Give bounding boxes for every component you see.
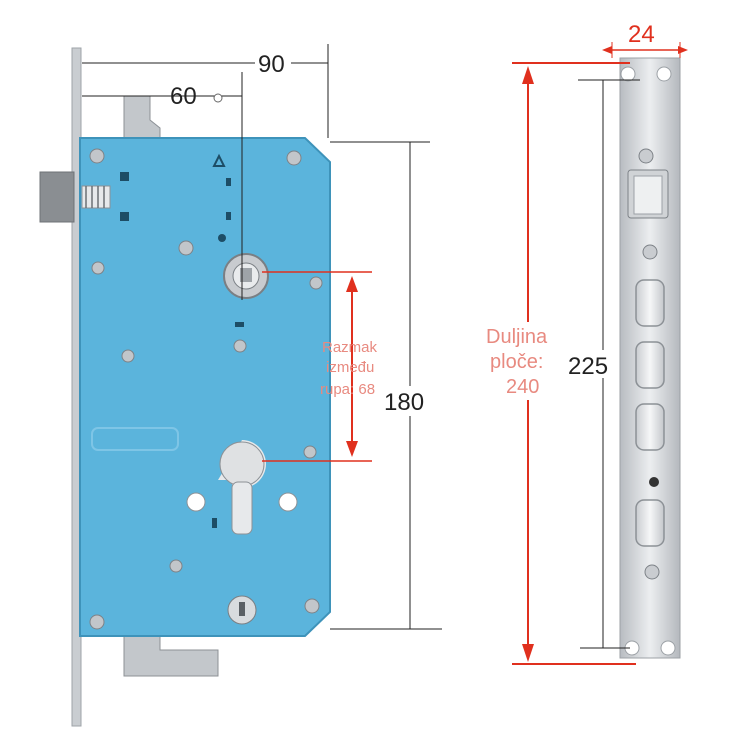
dim-faceplate-inner: 225 (568, 353, 608, 380)
faceplate-corner-hole (620, 66, 636, 82)
faceplate-bolt-slot (635, 403, 665, 451)
lock-body (79, 137, 331, 637)
faceplate-bolt-slot (635, 499, 665, 547)
faceplate-length-line-1: Duljina (486, 326, 548, 348)
body-slot (120, 212, 129, 221)
faceplate-corner-hole (660, 640, 676, 656)
screw (286, 150, 302, 166)
screw (233, 339, 247, 353)
latch-bolt (39, 171, 75, 223)
body-slot (120, 172, 129, 181)
hole-spacing-line-1: Razmak (322, 339, 378, 356)
faceplate-bolt-slot (635, 279, 665, 327)
top-hook (123, 95, 161, 141)
faceplate-corner-hole (656, 66, 672, 82)
screw (91, 261, 105, 275)
embossed-panel (91, 427, 179, 451)
latch-spring (81, 185, 111, 209)
body-slot (235, 322, 244, 327)
screw (89, 614, 105, 630)
screw (178, 240, 194, 256)
screw (169, 559, 183, 573)
body-hole (218, 234, 226, 242)
dim-body-height: 180 (384, 389, 424, 416)
hole-spacing-line-3: rupa: 68 (320, 381, 375, 398)
warning-mark (212, 153, 226, 167)
faceplate-hole (649, 477, 659, 487)
body-slot (212, 518, 217, 528)
screw (121, 349, 135, 363)
screw (89, 148, 105, 164)
faceplate-length-line-3: 240 (506, 376, 539, 398)
screw (303, 445, 317, 459)
faceplate-screw (642, 244, 658, 260)
body-slot (226, 212, 231, 220)
dim-faceplate-width: 24 (628, 21, 655, 48)
body-slot (226, 178, 231, 186)
cylinder-side-hole (186, 492, 206, 512)
dim-width-to-center: 60 (170, 83, 197, 110)
screw (309, 276, 323, 290)
dim-width-total: 90 (258, 51, 285, 78)
screw (304, 598, 320, 614)
faceplate-bolt-slot (635, 341, 665, 389)
faceplate-length-line-2: ploče: (490, 351, 543, 373)
cylinder-slot (231, 481, 253, 535)
faceplate-screw (644, 564, 660, 580)
hole-spacing-line-2: između (326, 359, 374, 376)
faceplate-screw (638, 148, 654, 164)
cylinder-side-hole (278, 492, 298, 512)
